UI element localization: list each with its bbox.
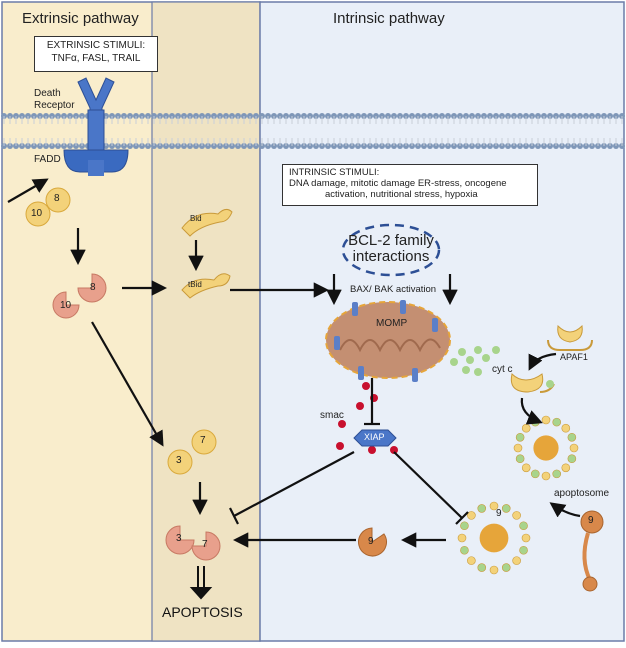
bax-bak-label: BAX/ BAK activation — [350, 284, 437, 295]
apaf1-icon — [547, 324, 593, 351]
apoptosome-label: apoptosome — [554, 488, 610, 499]
xiap-icon — [353, 429, 397, 447]
intrinsic-stimuli-heading: INTRINSIC STIMULI: — [289, 167, 380, 178]
plasma-membrane — [1, 113, 625, 149]
xiap-label: XIAP — [364, 432, 385, 442]
active-caspase-8-number: 8 — [90, 282, 96, 293]
extrinsic-pathway-title: Extrinsic pathway — [22, 10, 139, 27]
apoptosis-label: APOPTOSIS — [162, 604, 243, 620]
death-receptor-label-line1: Death — [34, 88, 61, 99]
bcl2-label-line2: interactions — [352, 248, 430, 265]
intrinsic-stimuli-line1: DNA damage, mitotic damage ER-stress, on… — [289, 178, 507, 189]
intrinsic-stimuli-box: INTRINSIC STIMULI: DNA damage, mitotic d… — [282, 164, 538, 206]
bid-icon — [181, 208, 233, 237]
momp-label: MOMP — [376, 318, 408, 329]
active-caspase-10-icon — [52, 291, 80, 319]
procaspase-9-icon — [580, 510, 604, 592]
procaspase-7-icon — [191, 429, 217, 455]
apoptosome-icon — [513, 415, 579, 481]
active-caspase-7-number: 7 — [202, 539, 208, 550]
tbid-icon — [181, 273, 231, 299]
apaf1-label: APAF1 — [560, 352, 588, 362]
procaspase-8-icon — [45, 187, 71, 213]
extrinsic-stimuli-heading: EXTRINSIC STIMULI: — [46, 40, 146, 51]
procaspase-3-icon — [167, 449, 193, 475]
fadd-label: FADD — [34, 154, 61, 165]
cytochrome-c-dots — [450, 346, 500, 376]
procaspase-3-number: 3 — [176, 455, 182, 466]
extrinsic-stimuli-items: TNFα, FASL, TRAIL — [51, 53, 141, 64]
mitochondrion-icon — [325, 300, 451, 382]
smac-label: smac — [320, 410, 344, 421]
inhibition-lines — [229, 378, 469, 525]
fadd-icon — [63, 149, 129, 176]
bcl2-family-ellipse — [341, 223, 441, 277]
active-caspase-8-icon — [77, 273, 107, 303]
bid-label: Bid — [190, 214, 202, 223]
bcl2-label-line1: BCL-2 family — [348, 232, 434, 249]
tbid-label: tBid — [188, 280, 202, 289]
cytc-label: cyt c — [492, 364, 513, 375]
procaspase-9-number: 9 — [588, 515, 594, 526]
procaspase-10-number: 10 — [31, 208, 43, 219]
death-receptor-label: Death Receptor — [34, 88, 75, 112]
bcl2-label: BCL-2 family interactions — [345, 233, 437, 265]
active-caspase-10-number: 10 — [60, 300, 72, 311]
active-apoptosome-icon — [457, 501, 531, 575]
apaf1-cytc-bound-icon — [510, 373, 555, 393]
death-receptor-label-line2: Receptor — [34, 100, 75, 111]
intrinsic-pathway-title: Intrinsic pathway — [333, 10, 445, 27]
procaspase-10-icon — [25, 201, 51, 227]
apoptosis-arrow — [189, 566, 213, 600]
active-caspase-3-number: 3 — [176, 533, 182, 544]
active-caspase-9-icon — [358, 527, 387, 557]
procaspase-7-number: 7 — [200, 435, 206, 446]
intrinsic-stimuli-line2: activation, nutritional stress, hypoxia — [325, 189, 478, 200]
extrinsic-stimuli-box: EXTRINSIC STIMULI: TNFα, FASL, TRAIL — [34, 36, 158, 72]
active-caspase-9-number: 9 — [368, 536, 374, 547]
death-receptor-icon — [77, 77, 115, 161]
procaspase-8-number: 8 — [54, 193, 60, 204]
activation-arrows — [7, 178, 581, 548]
active-caspase-7-icon — [191, 531, 221, 561]
apoptosome-caspase-9-number: 9 — [496, 508, 502, 519]
